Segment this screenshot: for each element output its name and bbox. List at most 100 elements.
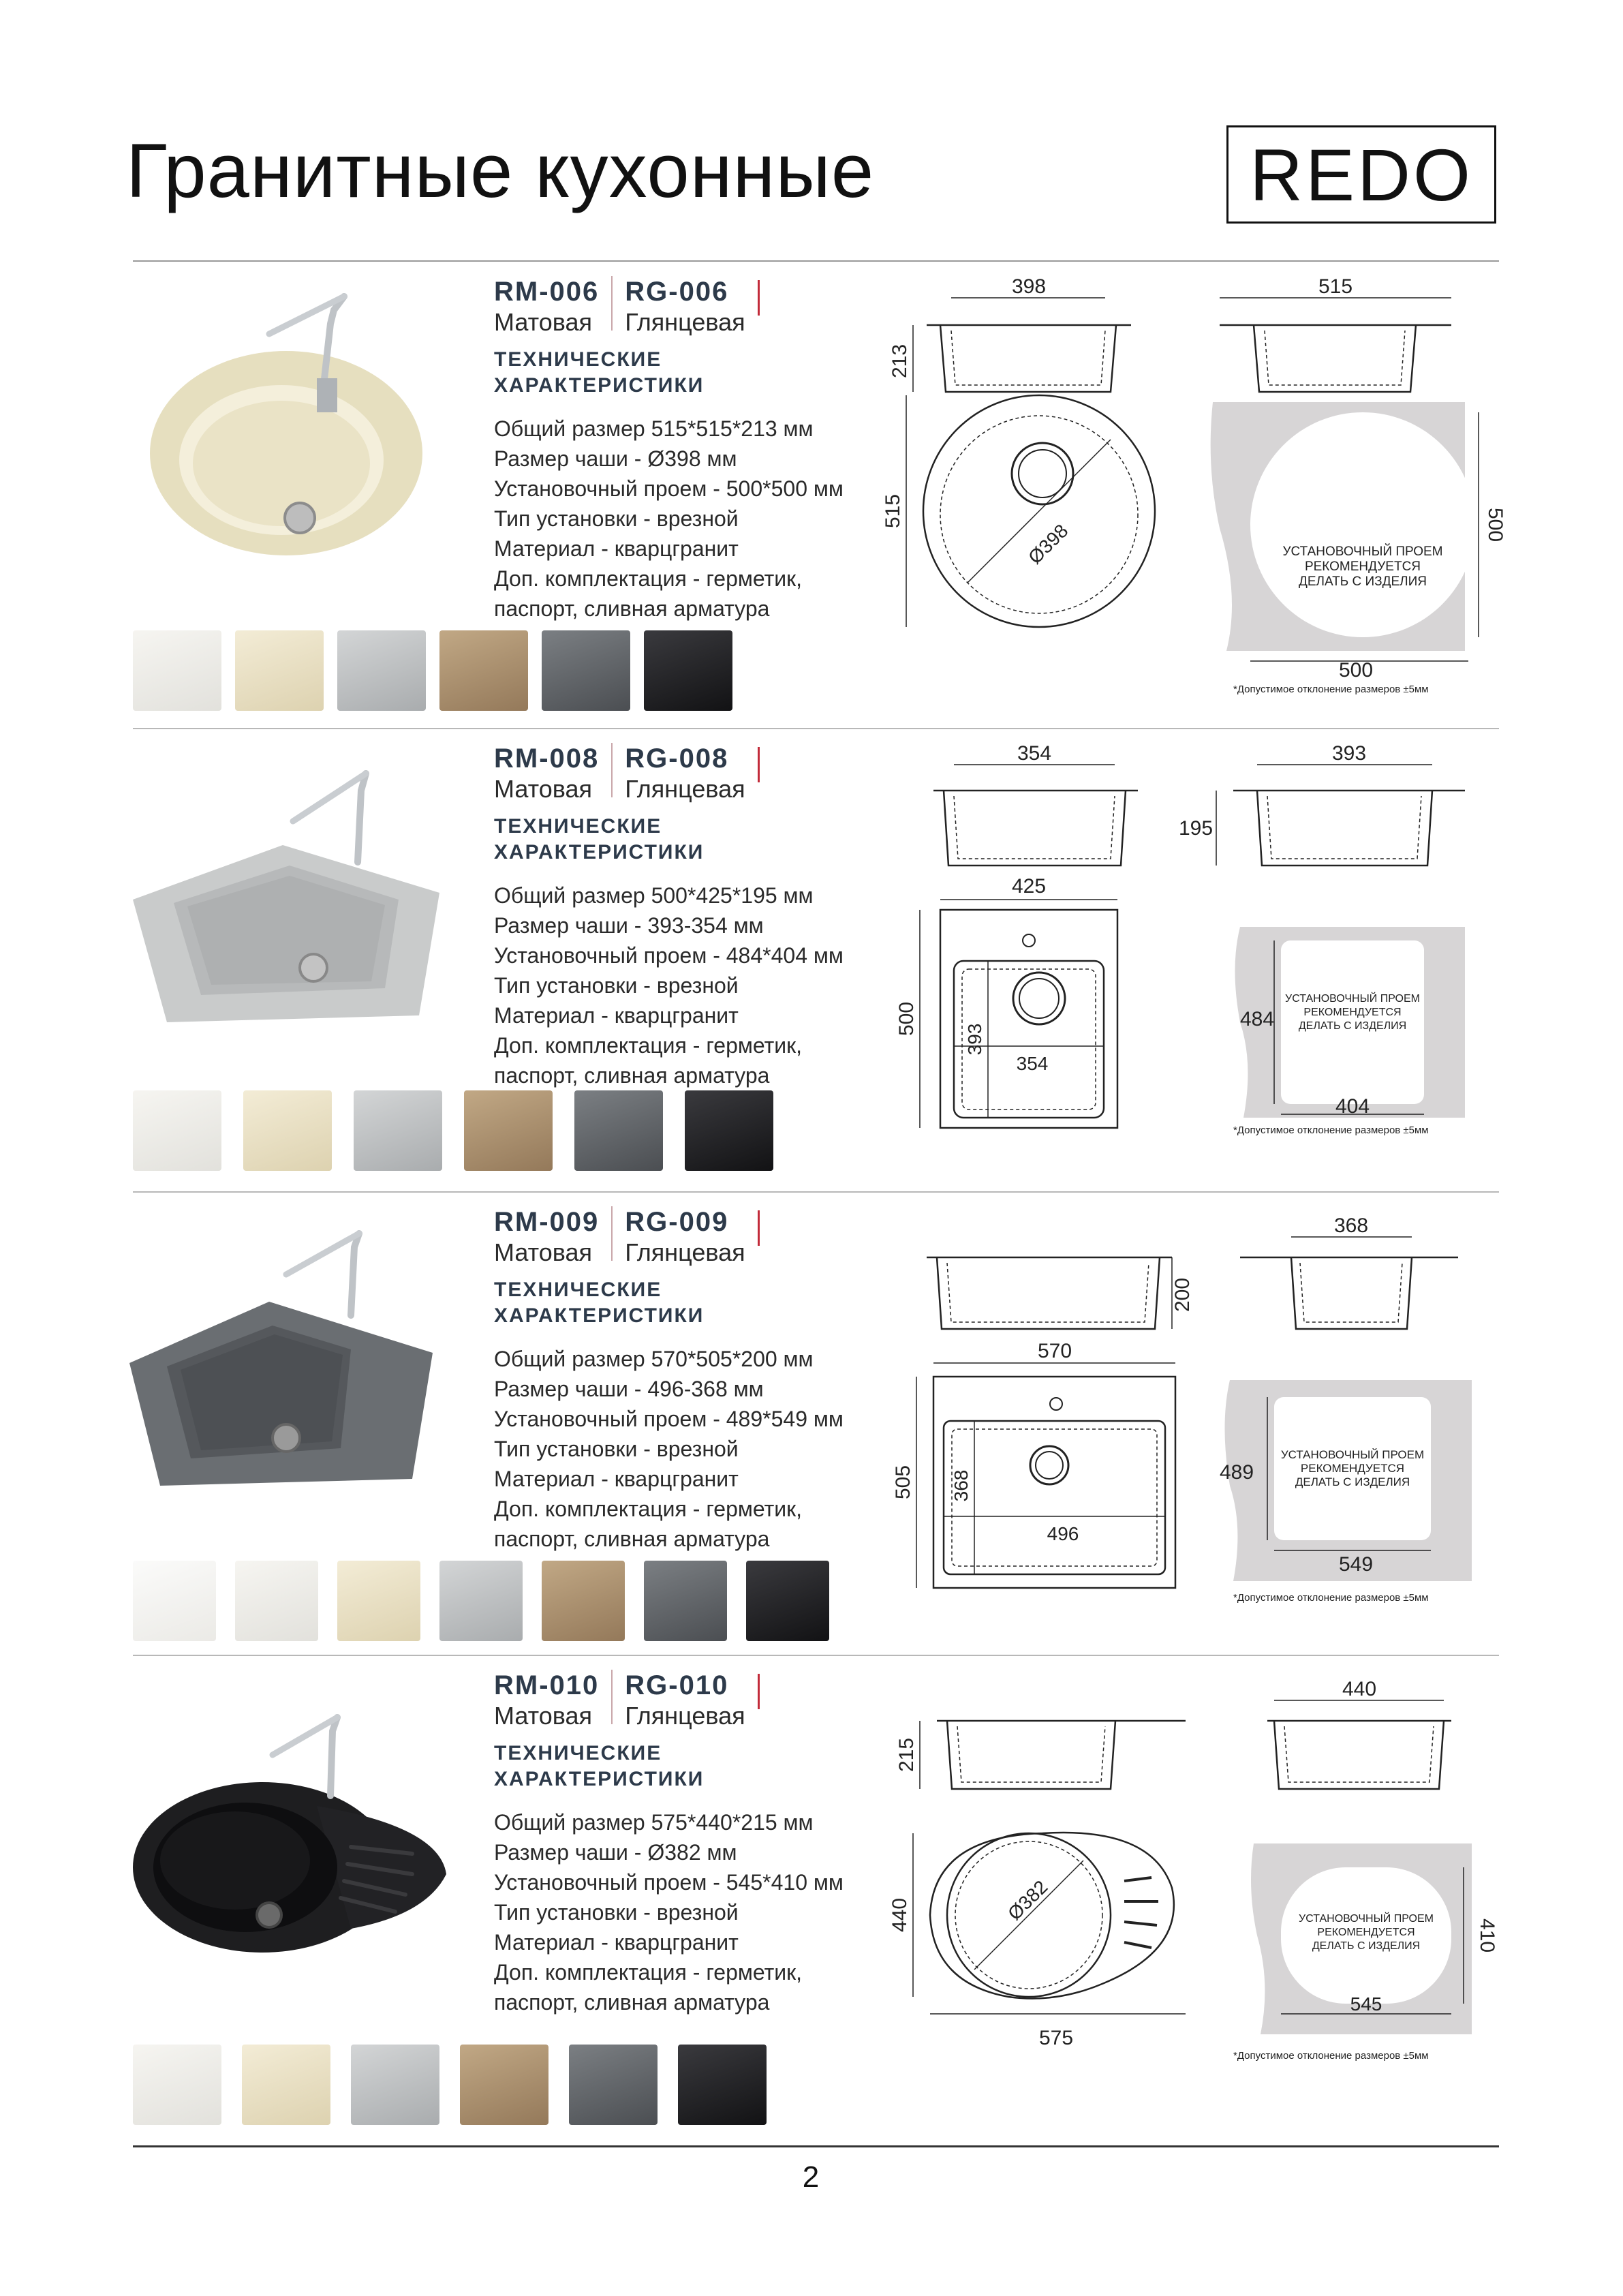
side-view-1 — [919, 1719, 1186, 1790]
cutout-note: ДЕЛАТЬ С ИЗДЕЛИЯ — [1299, 1020, 1406, 1032]
swatch-3[interactable] — [337, 630, 426, 711]
swatch-4[interactable] — [464, 1090, 553, 1171]
glossy-code: RG-008 — [625, 744, 729, 774]
model-separator — [611, 743, 613, 797]
brand-logo: REDO — [1226, 125, 1496, 224]
swatch-2[interactable] — [235, 1561, 318, 1641]
cutout-note: ДЕЛАТЬ С ИЗДЕЛИЯ — [1295, 1475, 1410, 1488]
dim-label: 440 — [1342, 1678, 1376, 1700]
technical-drawings-rm-008: 354 393 195 425 500 393 354 — [895, 742, 1465, 1129]
product-info: RM-010 Матовая RG-010 Глянцевая ТЕХНИЧЕС… — [494, 1670, 916, 2017]
swatch-2[interactable] — [242, 2045, 330, 2125]
spec-item: Общий размер 500*425*195 мм — [494, 883, 814, 908]
swatch-5[interactable] — [574, 1090, 663, 1171]
spec-item: Общий размер 575*440*215 мм — [494, 1810, 814, 1835]
dim-label: 354 — [1017, 1053, 1049, 1074]
top-view — [916, 1362, 1177, 1589]
swatch-1[interactable] — [133, 1561, 216, 1641]
swatch-5[interactable] — [569, 2045, 658, 2125]
swatch-4[interactable] — [439, 1561, 523, 1641]
spec-item: Материал - кварцгранит — [494, 1467, 739, 1491]
dim-label: 404 — [1335, 1095, 1370, 1118]
color-swatches — [133, 630, 732, 711]
cutout-hole — [1281, 940, 1424, 1104]
tech-title-line-1: ТЕХНИЧЕСКИЕ — [494, 348, 662, 371]
dim-label: 575 — [1039, 2027, 1073, 2049]
spec-list: Общий размер 570*505*200 мм Размер чаши … — [494, 1344, 916, 1554]
swatch-2[interactable] — [235, 630, 324, 711]
side-view-2 — [1267, 1700, 1451, 1790]
spec-item: Материал - кварцгранит — [494, 1930, 739, 1955]
swatch-7[interactable] — [746, 1561, 829, 1641]
tolerance-note: *Допустимое отклонение размеров ±5мм — [1233, 1124, 1429, 1136]
swatch-1[interactable] — [133, 1090, 221, 1171]
dim-label: 410 — [1476, 1918, 1498, 1953]
side-view-1 — [933, 764, 1138, 867]
spec-item: Тип установки - врезной — [494, 1900, 739, 1925]
dim-label: 570 — [1038, 1340, 1072, 1362]
tolerance-note: *Допустимое отклонение размеров ±5мм — [1233, 684, 1429, 695]
spec-item: Общий размер 515*515*213 мм — [494, 416, 814, 441]
tech-title-line-1: ТЕХНИЧЕСКИЕ — [494, 1279, 662, 1301]
swatch-6[interactable] — [644, 1561, 727, 1641]
product-info: RM-006 Матовая RG-006 Глянцевая ТЕХНИЧЕС… — [494, 276, 916, 624]
dim-label: 515 — [882, 494, 904, 528]
swatch-3[interactable] — [337, 1561, 420, 1641]
side-view-1 — [927, 1256, 1173, 1330]
swatch-1[interactable] — [133, 2045, 221, 2125]
product-info: RM-009 Матовая RG-009 Глянцевая ТЕХНИЧЕС… — [494, 1206, 916, 1554]
dim-label: Ø382 — [1004, 1876, 1051, 1924]
top-view — [912, 1831, 1186, 2015]
spec-item: Доп. комплектация - герметик, — [494, 1033, 803, 1058]
cutout-note: РЕКОМЕНДУЕТСЯ — [1305, 560, 1421, 574]
dim-label: 368 — [950, 1470, 972, 1502]
spec-item: Общий размер 570*505*200 мм — [494, 1347, 814, 1371]
dim-label: 500 — [1484, 508, 1506, 542]
model-separator — [611, 1670, 613, 1724]
spec-list: Общий размер 500*425*195 мм Размер чаши … — [494, 881, 916, 1090]
cutout-hole — [1250, 412, 1475, 637]
technical-drawings-rm-006: 398 213 515 Ø398 515 УСТАНОВОЧНЫЙ ПРОЕМ … — [882, 275, 1506, 682]
dim-label: 500 — [1339, 659, 1373, 682]
spec-item: Доп. комплектация - герметик, — [494, 566, 803, 591]
tech-title-line-1: ТЕХНИЧЕСКИЕ — [494, 815, 662, 838]
swatch-3[interactable] — [351, 2045, 439, 2125]
dim-label: 515 — [1318, 275, 1352, 298]
spec-item: паспорт, сливная арматура — [494, 1990, 770, 2015]
tech-title: ТЕХНИЧЕСКИЕ ХАРАКТЕРИСТИКИ — [494, 1741, 916, 1792]
spec-item: Установочный проем - 489*549 мм — [494, 1407, 844, 1431]
product-photo-rm-010 — [133, 1714, 446, 1953]
cutout-note: РЕКОМЕНДУЕТСЯ — [1317, 1927, 1415, 1938]
swatch-2[interactable] — [243, 1090, 332, 1171]
spec-item: Тип установки - врезной — [494, 973, 739, 998]
swatch-6[interactable] — [678, 2045, 767, 2125]
tech-title-line-2: ХАРАКТЕРИСТИКИ — [494, 1768, 705, 1790]
color-swatches — [133, 1090, 773, 1171]
red-accent — [757, 747, 760, 782]
side-view-1 — [912, 297, 1131, 393]
model-separator — [611, 1206, 613, 1261]
side-view-2 — [1216, 764, 1465, 867]
glossy-label: Глянцевая — [625, 775, 745, 803]
glossy-code: RG-006 — [625, 277, 729, 307]
swatch-1[interactable] — [133, 630, 221, 711]
spec-item: паспорт, сливная арматура — [494, 1527, 770, 1551]
cutout-note: УСТАНОВОЧНЫЙ ПРОЕМ — [1281, 1448, 1424, 1461]
spec-item: Установочный проем - 545*410 мм — [494, 1870, 844, 1895]
swatch-4[interactable] — [439, 630, 528, 711]
swatch-3[interactable] — [354, 1090, 442, 1171]
top-divider — [133, 260, 1499, 262]
swatch-4[interactable] — [460, 2045, 548, 2125]
section-divider — [133, 1655, 1499, 1656]
swatch-5[interactable] — [542, 1561, 625, 1641]
cutout-note: УСТАНОВОЧНЫЙ ПРОЕМ — [1299, 1912, 1434, 1925]
swatch-5[interactable] — [542, 630, 630, 711]
glossy-label: Глянцевая — [625, 308, 745, 336]
dim-label: 354 — [1017, 742, 1051, 765]
section-divider — [133, 1191, 1499, 1193]
swatch-6[interactable] — [685, 1090, 773, 1171]
product-photo-rm-008 — [133, 770, 439, 1022]
glossy-code: RG-009 — [625, 1207, 729, 1237]
spec-item: Установочный проем - 500*500 мм — [494, 476, 844, 501]
swatch-6[interactable] — [644, 630, 732, 711]
